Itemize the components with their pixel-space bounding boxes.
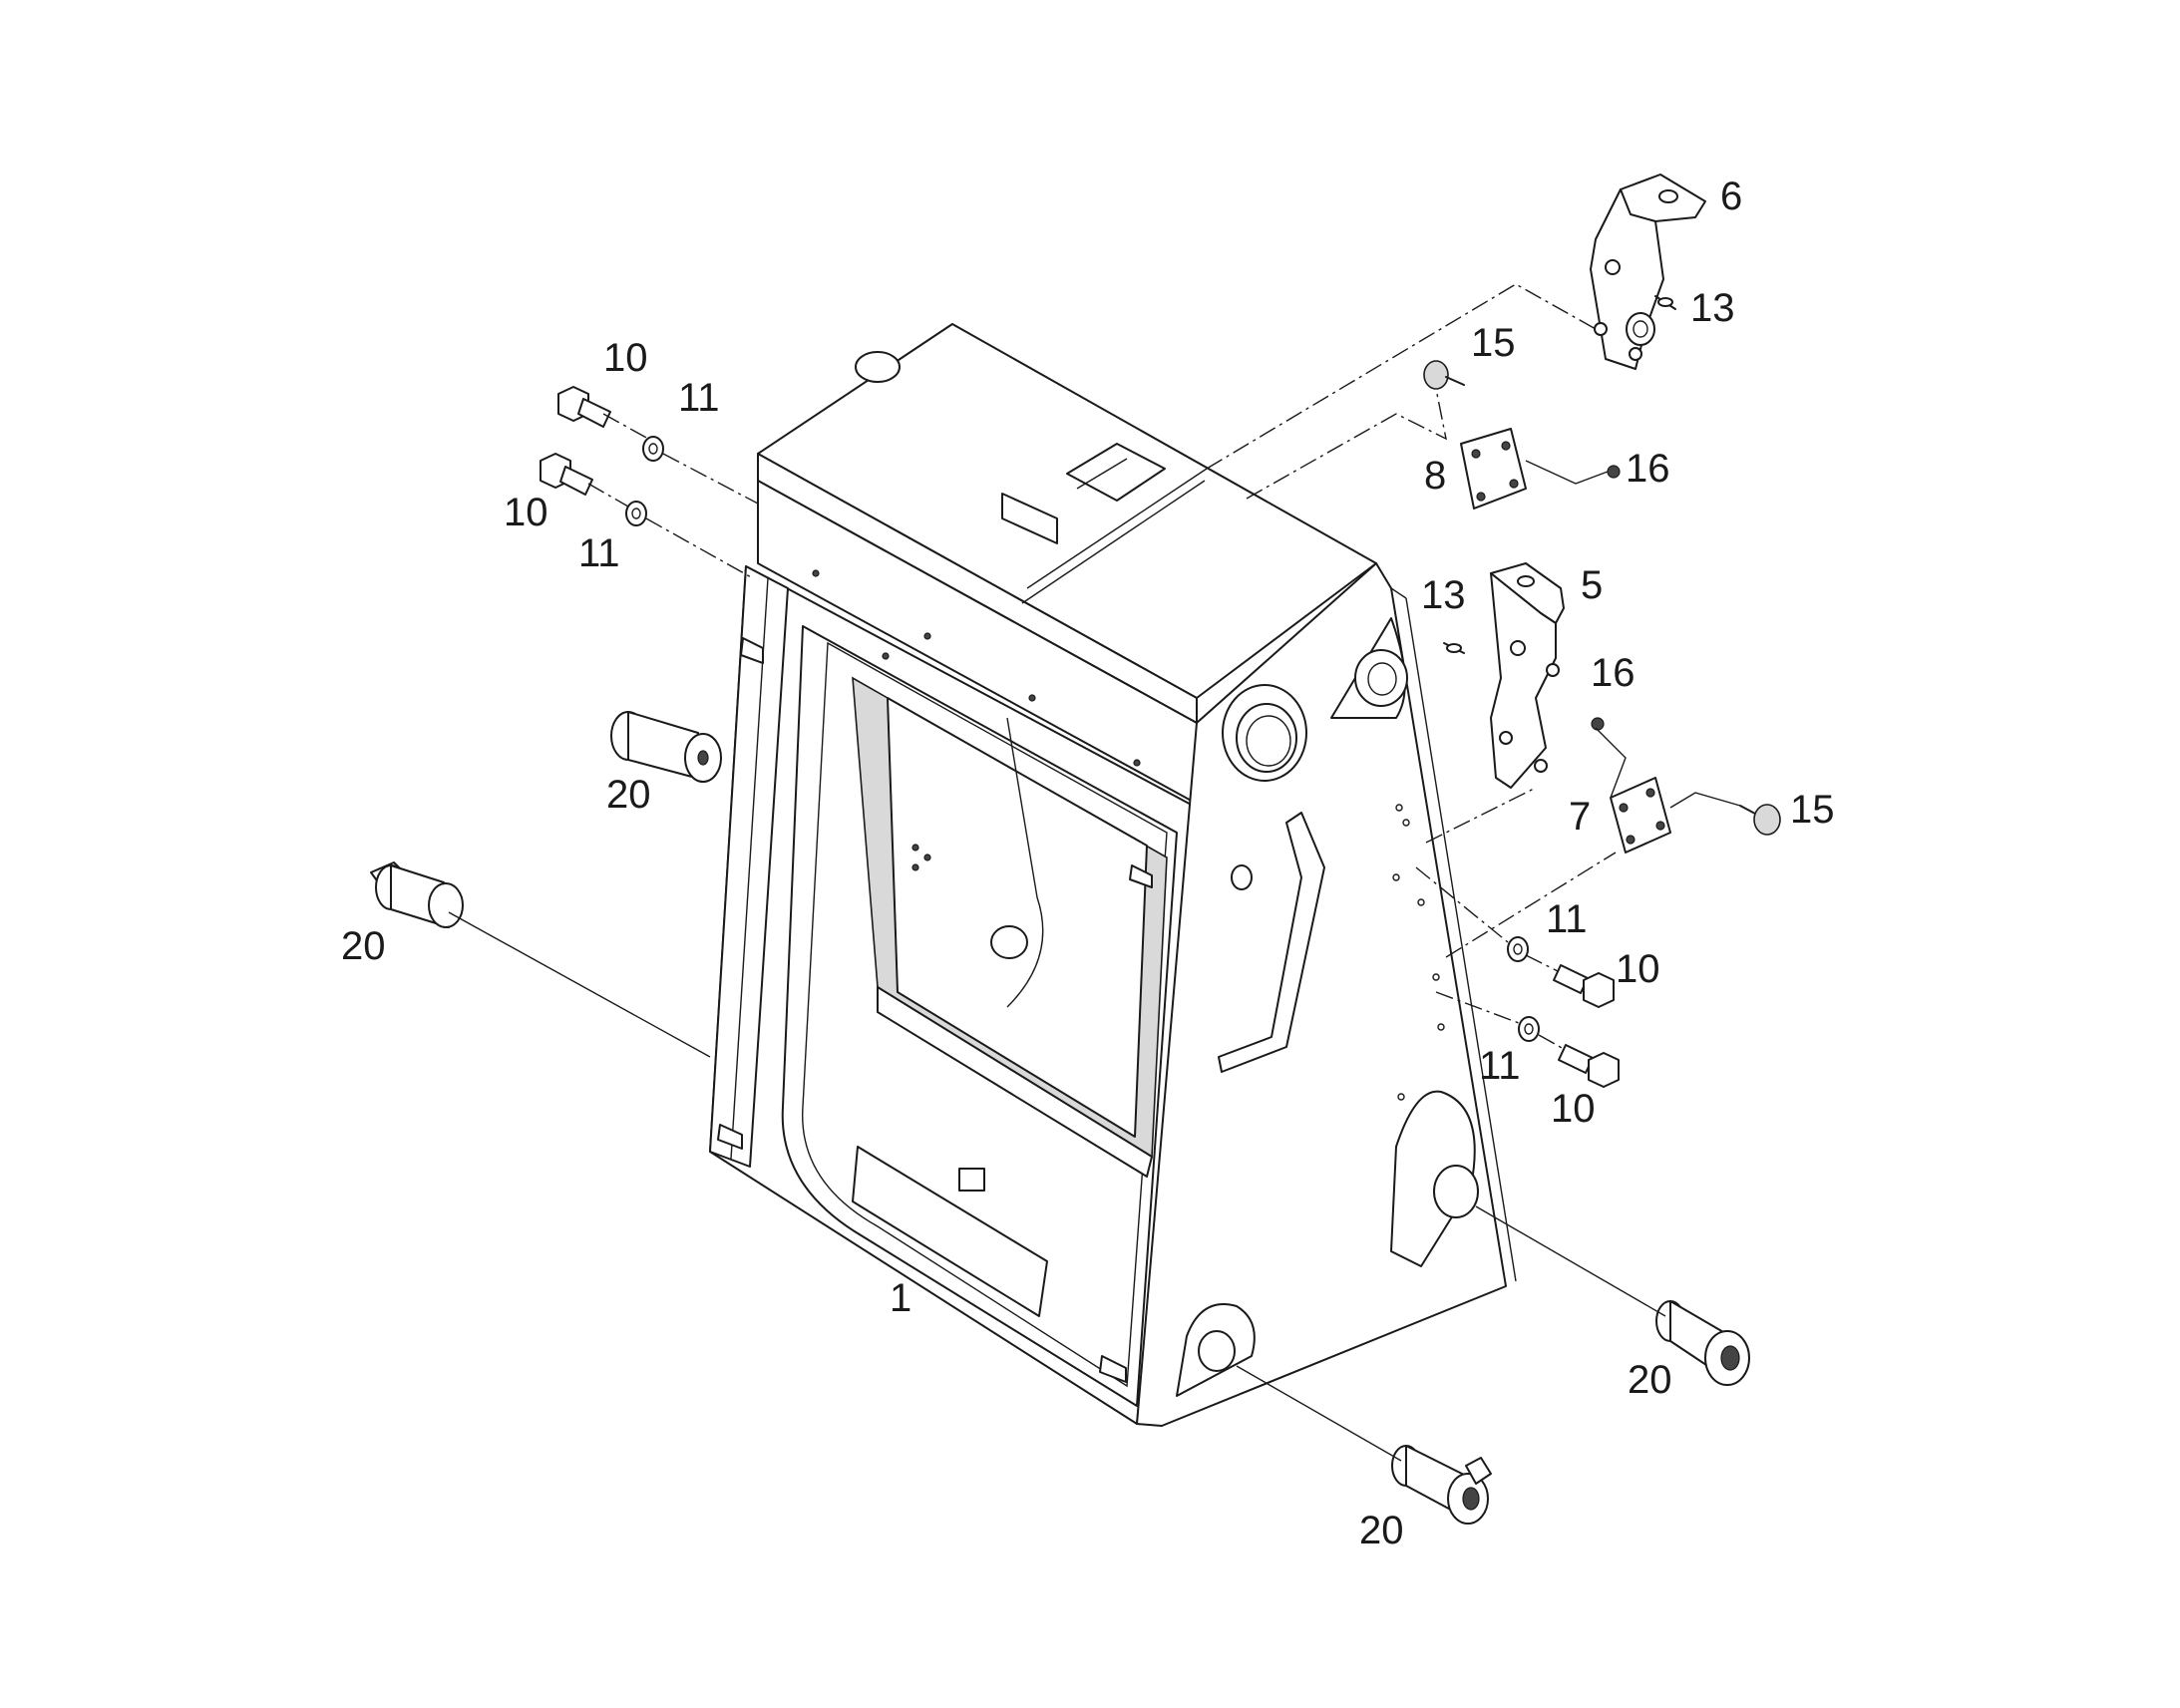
washer-part-11-upper-right [1507,936,1529,962]
callout-5: 5 [1581,563,1603,607]
plate-part-8 [1460,428,1527,510]
washer-part-11-lower-right [1518,1016,1540,1042]
callout-20: 20 [1359,1509,1404,1552]
callout-20: 20 [341,924,386,968]
bracket-part-5 [1490,562,1565,789]
bolt-part-10-upper-left [557,386,611,428]
pin-part-20-right [1655,1300,1750,1386]
callout-15: 15 [1471,321,1516,365]
callout-6: 6 [1720,174,1742,218]
bolt-part-10-lower-right [1558,1044,1620,1088]
callout-7: 7 [1569,795,1591,839]
plate-part-7 [1610,777,1671,854]
callout-10: 10 [1551,1087,1596,1131]
callout-13: 13 [1690,286,1735,330]
callout-8: 8 [1424,454,1446,498]
washer-part-11-upper-left [642,436,664,462]
callouts: 1 5 6 7 8 10 10 10 10 11 11 11 11 13 13 … [341,174,1835,1552]
nut-part-16-lower [1591,717,1605,731]
callout-11: 11 [678,376,720,420]
pin-part-13-upper [1654,295,1676,310]
washer-part-11-lower-left [625,501,647,526]
callout-16: 16 [1626,447,1670,491]
pin-part-20-left [370,861,464,928]
bracket-part-6 [1590,173,1706,370]
stud-part-15-lower [1739,804,1781,836]
leader-lines [448,283,1741,1462]
stud-part-15-upper [1423,360,1465,390]
pin-part-20-bottom [1391,1445,1492,1525]
callout-15: 15 [1790,788,1835,832]
callout-11: 11 [578,531,620,575]
pin-part-13-lower [1443,642,1465,654]
main-frame-part-1 [709,323,1517,1427]
callout-10: 10 [603,336,648,380]
callout-1: 1 [890,1276,911,1320]
bolt-part-10-lower-left [540,453,593,496]
callout-11: 11 [1479,1044,1521,1088]
callout-13: 13 [1421,573,1466,617]
callout-11: 11 [1546,897,1588,941]
callout-20: 20 [606,773,651,817]
pin-part-20-upper-left [610,711,722,783]
nut-part-16-upper [1607,465,1621,479]
callout-10: 10 [504,491,548,534]
callout-20: 20 [1628,1358,1672,1402]
callout-16: 16 [1591,651,1635,695]
bolt-part-10-upper-right [1553,964,1615,1008]
callout-10: 10 [1616,947,1660,991]
